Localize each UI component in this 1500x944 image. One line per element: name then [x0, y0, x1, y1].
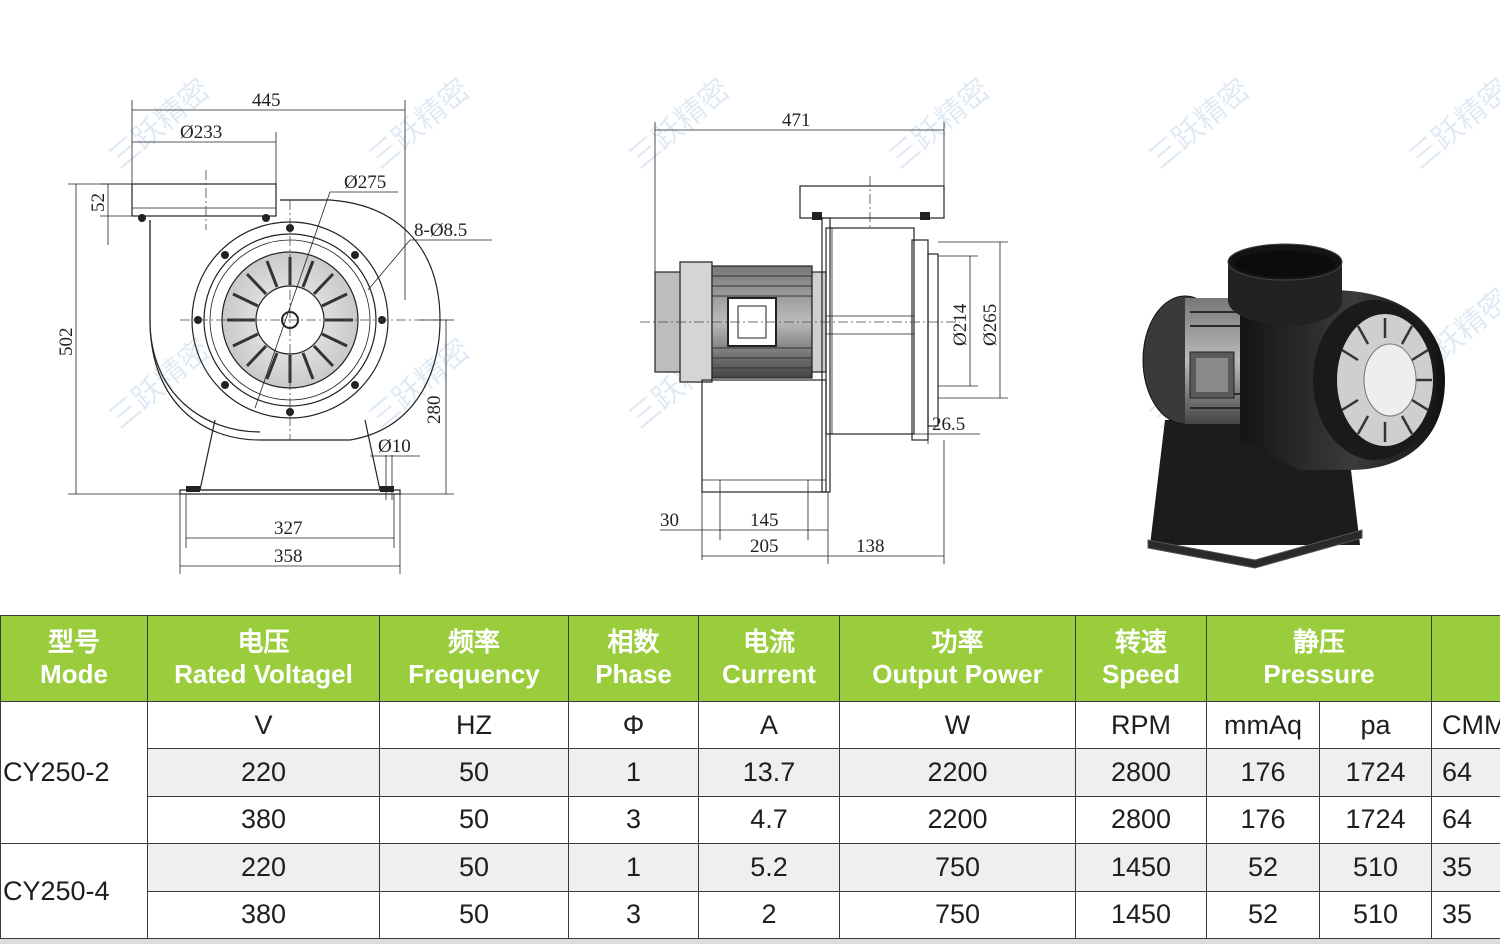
watermark: 三跃精密 [363, 72, 477, 176]
unit-cell: W [839, 700, 1076, 750]
dim-shaft-height: 280 [424, 396, 445, 425]
table-cell: 35 [1431, 890, 1500, 940]
table-cell: 1450 [1075, 843, 1207, 892]
watermark: 三跃精密 [1143, 72, 1257, 176]
table-cell: 5.2 [698, 843, 840, 892]
dim-outlet-outer-dia: Ø265 [980, 304, 1001, 346]
unit-cell: HZ [379, 700, 569, 750]
table-cell: 64 [1431, 748, 1500, 797]
units-row: CY250-2 V HZ Φ A W RPM mmAq pa CMM [0, 700, 1500, 845]
table-row: CY250-4 220 50 1 5.2 750 1450 52 510 35 [0, 843, 1500, 939]
table-cell: 2 [698, 890, 840, 940]
unit-cell: A [698, 700, 840, 750]
unit-cell: RPM [1075, 700, 1207, 750]
dim-base-width: 358 [274, 546, 303, 567]
table-cell: 64 [1431, 795, 1500, 845]
dim-inlet-dia: Ø233 [180, 122, 222, 143]
table-cell: 176 [1206, 748, 1320, 797]
table-cell: 220 [147, 843, 380, 892]
model-cell: CY250-2 [0, 700, 148, 845]
unit-cell: V [147, 700, 380, 750]
dim-outlet-projection: 138 [856, 536, 885, 557]
table-cell: 3 [568, 890, 699, 940]
dim-foot-offset: 30 [660, 510, 679, 531]
unit-cell: mmAq [1206, 700, 1320, 750]
table-cell: 50 [379, 890, 569, 940]
unit-cell: Φ [568, 700, 699, 750]
technical-drawing: 三跃精密 三跃精密 三跃精密 三跃精密 三跃精密 三跃精密 三跃精密 三跃精密 … [56, 72, 1500, 574]
watermark: 三跃精密 [883, 72, 997, 176]
dim-overall-width: 445 [252, 90, 281, 111]
table-cell: 50 [379, 748, 569, 797]
table-cell: 2200 [839, 795, 1076, 845]
table-cell: 50 [379, 795, 569, 845]
table-cell: 750 [839, 843, 1076, 892]
dim-inlet-outer-dia: Ø275 [344, 172, 386, 193]
dim-foot-hole-spacing-side: 145 [750, 510, 779, 531]
table-cell: 13.7 [698, 748, 840, 797]
table-cell: 2800 [1075, 748, 1207, 797]
fan-render [1142, 243, 1445, 569]
table-cell: 4.7 [698, 795, 840, 845]
front-view: 445 Ø233 52 Ø275 8-Ø8.5 502 280 Ø10 327 … [56, 90, 492, 574]
table-cell: 35 [1431, 843, 1500, 892]
table-cell: 176 [1206, 795, 1320, 845]
dim-foot-hole-dia: Ø10 [378, 436, 411, 457]
dim-outlet-inner-dia: Ø214 [950, 303, 971, 346]
table-row: 380 50 3 2 750 1450 52 510 35 [1, 890, 1500, 940]
side-view: 471 Ø214 Ø265 26.5 30 145 205 138 [640, 110, 1008, 564]
table-cell: 1 [568, 843, 699, 892]
table-cell: 50 [379, 843, 569, 892]
bottom-strip [0, 939, 1500, 944]
table-cell: 3 [568, 795, 699, 845]
table-cell: 2800 [1075, 795, 1207, 845]
table-cell: 220 [147, 748, 380, 797]
table-cell: 510 [1319, 843, 1432, 892]
table-cell: 52 [1206, 843, 1320, 892]
table-cell: 1724 [1319, 748, 1432, 797]
table-cell: 380 [147, 890, 380, 940]
dim-flange-thickness: 26.5 [932, 414, 965, 435]
watermark: 三跃精密 [623, 72, 737, 176]
table-cell: 1450 [1075, 890, 1207, 940]
table-cell: 750 [839, 890, 1076, 940]
watermark: 三跃精密 [363, 332, 477, 436]
table-row: 220 50 1 13.7 2200 2800 176 1724 64 [1, 748, 1500, 797]
model-cell: CY250-4 [0, 843, 148, 939]
dim-overall-length: 471 [782, 110, 811, 131]
header-airflow [1431, 615, 1500, 702]
table-cell: 380 [147, 795, 380, 845]
unit-cell: CMM [1431, 700, 1500, 750]
dim-foot-hole-spacing: 327 [274, 518, 303, 539]
table-row: 380 50 3 4.7 2200 2800 176 1724 64 [1, 795, 1500, 845]
dim-overall-height: 502 [56, 328, 77, 357]
dim-bolt-holes: 8-Ø8.5 [414, 220, 467, 241]
table-cell: 1724 [1319, 795, 1432, 845]
dim-base-length: 205 [750, 536, 779, 557]
watermark: 三跃精密 [1403, 72, 1500, 176]
table-cell: 52 [1206, 890, 1320, 940]
table-cell: 510 [1319, 890, 1432, 940]
unit-cell: pa [1319, 700, 1432, 750]
table-cell: 1 [568, 748, 699, 797]
table-cell: 2200 [839, 748, 1076, 797]
watermark: 三跃精密 [103, 332, 217, 436]
dim-flange-height: 52 [88, 193, 109, 212]
